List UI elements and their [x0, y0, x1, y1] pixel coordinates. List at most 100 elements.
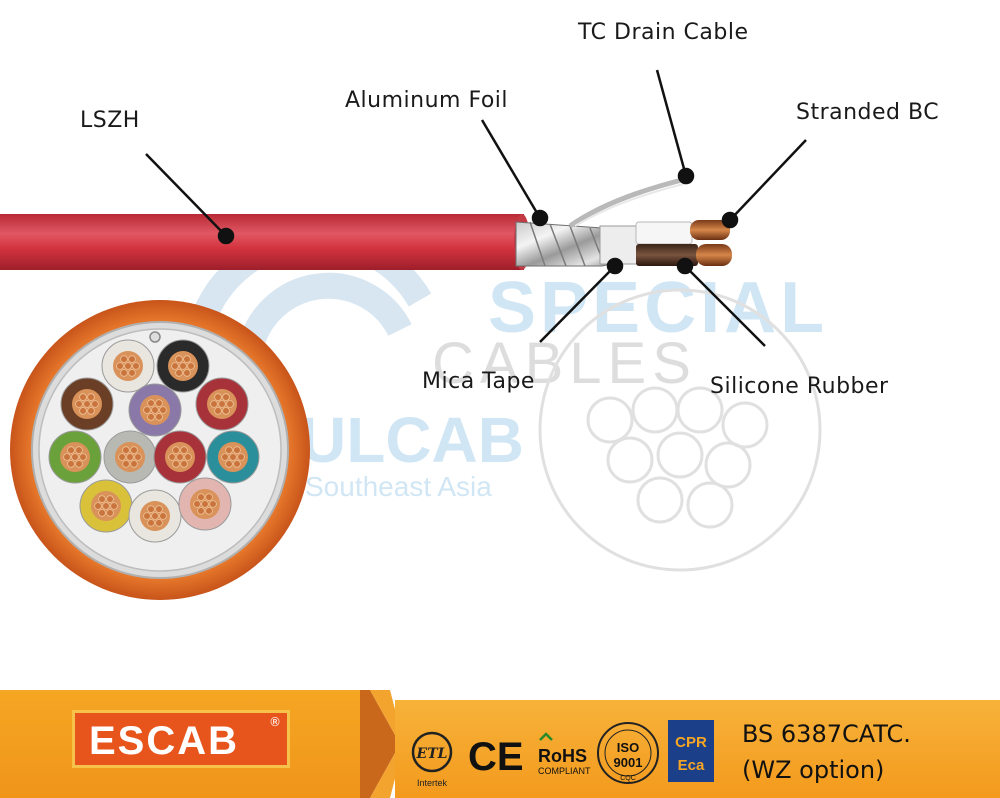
watermark: SPECIAL CABLES ULCAB Southeast Asia	[187, 227, 828, 572]
copper-strand	[118, 453, 126, 461]
copper-strand	[67, 446, 75, 454]
svg-text:CPR: CPR	[675, 734, 707, 751]
label-tc-drain-cable: TC Drain Cable	[578, 20, 749, 45]
label-aluminum-foil: Aluminum Foil	[345, 88, 509, 113]
copper-strand	[233, 446, 241, 454]
copper-strand	[159, 512, 167, 520]
svg-text:ETL: ETL	[416, 746, 448, 762]
copper-strand	[102, 502, 110, 510]
leader-lines	[145, 69, 807, 347]
lszh-jacket	[0, 214, 524, 270]
copper-strand	[110, 502, 118, 510]
escab-logo: ESCAB ®	[72, 710, 290, 768]
stranded-dot	[721, 211, 739, 229]
copper-strand	[155, 505, 163, 513]
copper-strand	[155, 413, 163, 421]
copper-strand	[171, 362, 179, 370]
standard-line-1: BS 6387CATC.	[742, 720, 911, 748]
copper-strand	[143, 512, 151, 520]
copper-strand	[218, 400, 226, 408]
copper-strand	[184, 453, 192, 461]
watermark-cables: CABLES	[432, 331, 697, 396]
copper-strand	[63, 453, 71, 461]
copper-strand	[237, 453, 245, 461]
drain-dot	[677, 167, 695, 185]
label-mica-tape: Mica Tape	[422, 369, 535, 394]
copper-strand	[205, 507, 213, 515]
copper-strand	[187, 362, 195, 370]
iso-9001-mark-icon: ISO 9001 CQC	[597, 722, 659, 784]
copper-strand	[143, 406, 151, 414]
copper-strand	[120, 355, 128, 363]
copper-strand	[197, 507, 205, 515]
copper-strand	[222, 407, 230, 415]
copper-strand	[176, 453, 184, 461]
copper-strand	[193, 500, 201, 508]
copper-strand	[128, 355, 136, 363]
svg-text:Eca: Eca	[678, 757, 705, 774]
stranded-bc-lower	[696, 244, 732, 266]
copper-strand	[180, 446, 188, 454]
cable-cross-section	[10, 300, 310, 600]
registered-mark: ®	[269, 715, 281, 729]
copper-strand	[225, 460, 233, 468]
copper-strand	[205, 493, 213, 501]
copper-strand	[151, 406, 159, 414]
etl-mark-icon: ETL Intertek	[411, 731, 453, 788]
copper-strand	[79, 453, 87, 461]
copper-strand	[91, 400, 99, 408]
copper-strand	[106, 495, 114, 503]
watermark-special: SPECIAL	[488, 268, 828, 348]
copper-strand	[98, 509, 106, 517]
label-stranded-bc: Stranded BC	[796, 100, 940, 125]
copper-strand	[201, 500, 209, 508]
copper-strand	[147, 399, 155, 407]
watermark-southeast: Southeast Asia	[305, 471, 492, 502]
copper-strand	[75, 400, 83, 408]
copper-strand	[151, 512, 159, 520]
copper-strand	[229, 453, 237, 461]
label-silicone-rubber: Silicone Rubber	[710, 374, 889, 399]
copper-strand	[210, 400, 218, 408]
footer-banner: ESCAB ® ETL Intertek CE RoHS COMPLIANT I…	[0, 690, 1000, 798]
copper-strand	[120, 369, 128, 377]
copper-strand	[222, 393, 230, 401]
cpr-eca-mark-icon: CPR Eca	[668, 720, 714, 782]
svg-text:ISO: ISO	[617, 740, 639, 755]
svg-text:CQC: CQC	[620, 775, 636, 782]
silicone-core-white	[635, 221, 693, 245]
label-lszh: LSZH	[80, 108, 140, 133]
copper-strand	[183, 369, 191, 377]
standard-line-2: (WZ option)	[742, 756, 885, 784]
copper-strand	[155, 399, 163, 407]
mica-dot	[606, 257, 624, 275]
watermark-ulcab: ULCAB	[300, 404, 524, 476]
copper-strand	[83, 400, 91, 408]
lszh-dot	[217, 227, 235, 245]
silicone-dot	[676, 257, 694, 275]
copper-strand	[94, 502, 102, 510]
copper-strand	[79, 393, 87, 401]
stranded-bc-upper	[690, 220, 730, 240]
copper-strand	[233, 460, 241, 468]
rohs-mark-icon: RoHS COMPLIANT	[538, 732, 591, 776]
copper-strand	[147, 413, 155, 421]
svg-text:Intertek: Intertek	[417, 778, 448, 788]
svg-text:COMPLIANT: COMPLIANT	[538, 766, 591, 776]
copper-strand	[98, 495, 106, 503]
copper-strand	[116, 362, 124, 370]
copper-strand	[87, 393, 95, 401]
copper-strand	[147, 519, 155, 527]
copper-strand	[225, 446, 233, 454]
copper-strand	[155, 519, 163, 527]
copper-strand	[175, 369, 183, 377]
tc-drain-wire	[568, 175, 691, 229]
footer-brand-panel: ESCAB ®	[0, 690, 370, 798]
copper-strand	[75, 460, 83, 468]
copper-strand	[214, 407, 222, 415]
copper-strand	[67, 460, 75, 468]
cable-side-view	[0, 175, 732, 270]
copper-strand	[226, 400, 234, 408]
svg-text:9001: 9001	[614, 755, 643, 770]
